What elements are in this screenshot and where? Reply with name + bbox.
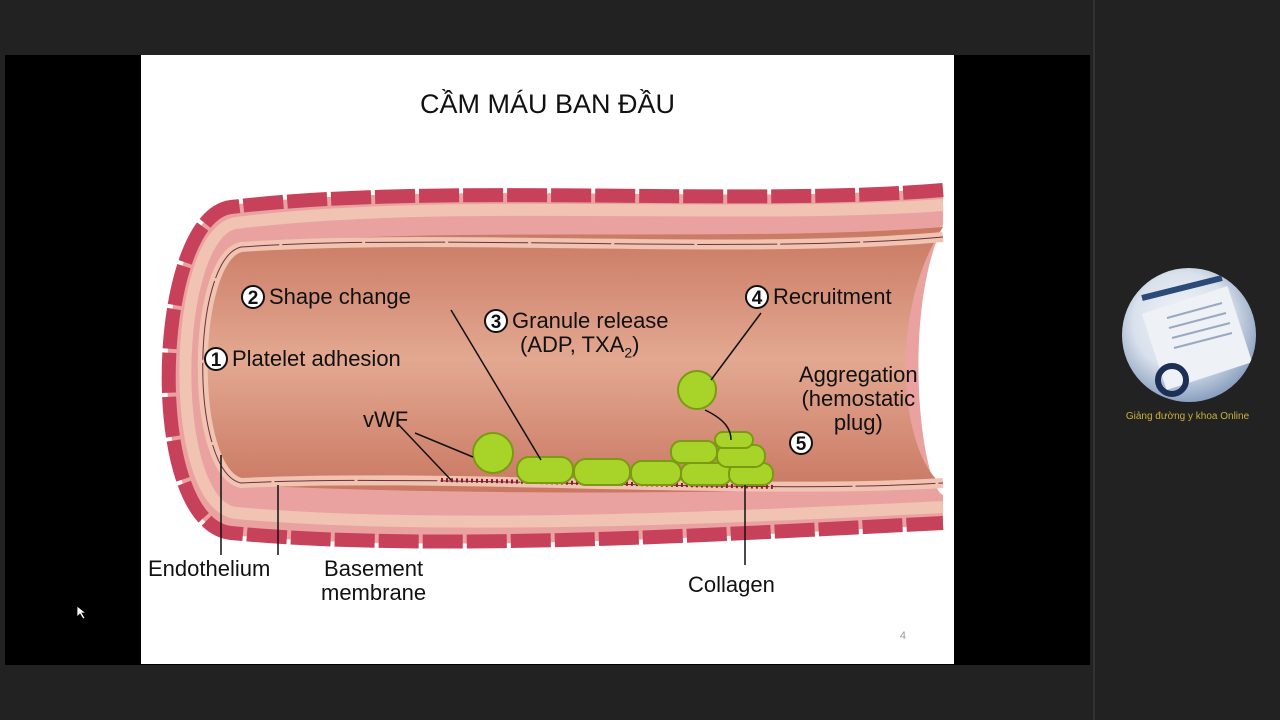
collagen-label: Collagen <box>688 572 775 597</box>
step-2-text: Shape change <box>269 284 411 309</box>
panel-divider[interactable] <box>1093 0 1095 720</box>
step-3-number: 3 <box>484 309 508 333</box>
slide-title: CẦM MÁU BAN ĐẦU <box>419 89 676 119</box>
step-3-subscript: 2 <box>624 344 633 361</box>
membrane-text: membrane <box>321 580 427 605</box>
basement-text: Basement <box>324 556 424 581</box>
participant-name: Giảng đường y khoa Online <box>1125 411 1250 422</box>
step-2-number: 2 <box>241 285 265 309</box>
mouse-cursor-icon <box>77 606 87 620</box>
vessel-diagram <box>161 183 944 565</box>
endothelium-label: Endothelium <box>148 556 271 581</box>
vwf-label: vWF <box>363 407 409 432</box>
step-5-text-2: (hemostatic <box>801 386 916 411</box>
participant-avatar[interactable] <box>1122 268 1256 402</box>
step-1-number: 1 <box>204 347 228 371</box>
medical-document-image <box>1141 275 1253 397</box>
platelets <box>472 370 774 486</box>
step-5-text: Aggregation <box>799 362 918 387</box>
page-number: 4 <box>899 630 906 642</box>
presentation-slide: CẦM MÁU BAN ĐẦU <box>141 55 954 664</box>
step-3-text: Granule release <box>512 308 669 333</box>
step-1-text: Platelet adhesion <box>232 346 401 371</box>
step-3-text-2: (ADP, TXA <box>520 332 625 357</box>
step-4-number: 4 <box>745 285 769 309</box>
step-5-text-3: plug) <box>833 410 883 435</box>
step-5-number: 5 <box>789 431 813 455</box>
step-3-text-3: ) <box>632 332 640 357</box>
step-4-text: Recruitment <box>773 284 892 309</box>
step-5-badge: 5 <box>789 431 817 455</box>
vwf-strip <box>440 478 777 489</box>
